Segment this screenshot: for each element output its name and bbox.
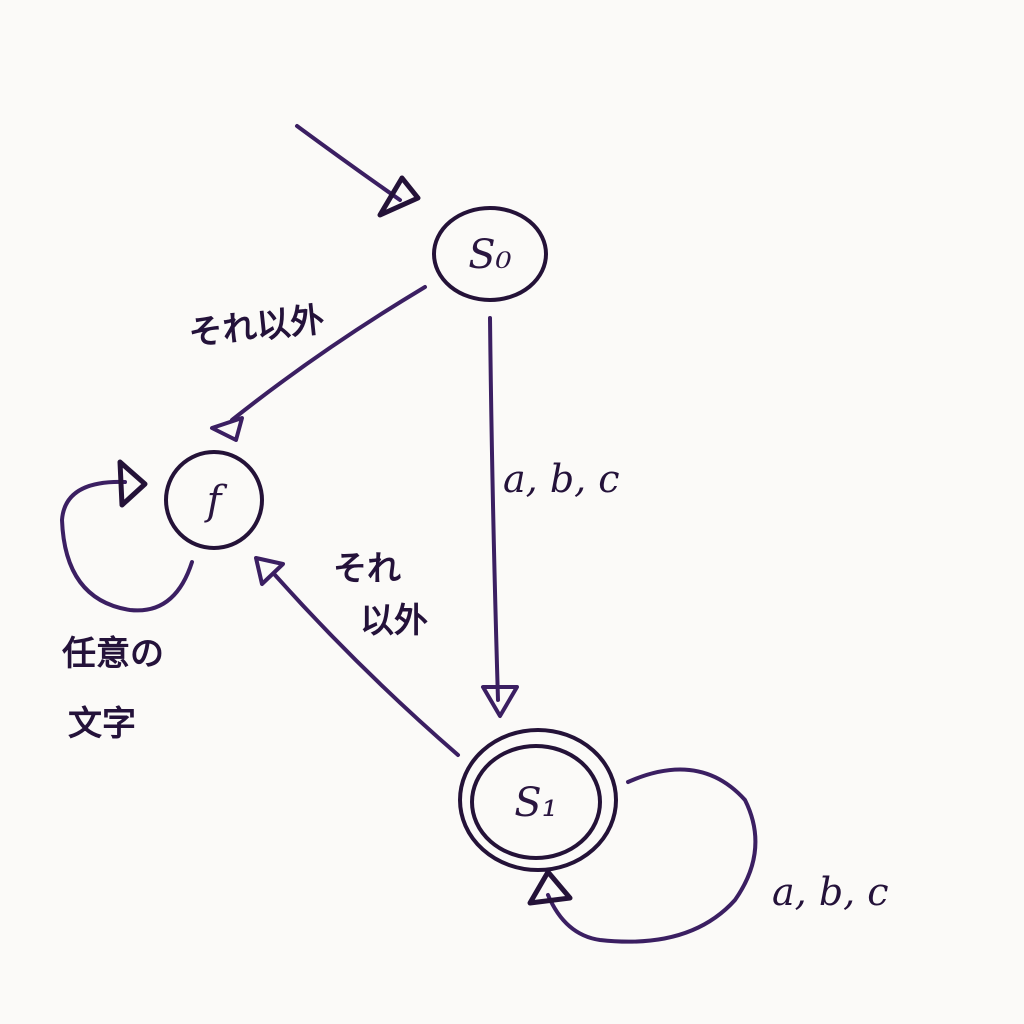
state-f: f (164, 450, 264, 550)
edge-s1-loop: a, b, c (527, 767, 889, 944)
state-f-label: f (204, 478, 228, 524)
edge-s0-to-f: それ以外 (187, 285, 427, 442)
edge-s1-to-f: それ 以外 (254, 549, 460, 757)
state-s1-label: S₁ (514, 780, 557, 826)
edge-f-loop-label-line1: 任意の (62, 634, 164, 674)
edge-s1-loop-label: a, b, c (772, 870, 889, 914)
edge-s0-to-s1: a, b, c (481, 316, 620, 718)
edge-s1-to-f-label-line2: 以外 (360, 601, 428, 641)
edge-s0-to-f-label: それ以外 (187, 300, 326, 354)
state-s0: S₀ (432, 206, 548, 302)
edge-f-loop: 任意の 文字 (60, 459, 194, 744)
state-s0-label: S₀ (468, 232, 511, 278)
edge-f-loop-label-line2: 文字 (68, 704, 136, 744)
edge-s0-to-s1-label: a, b, c (503, 457, 620, 501)
edge-s1-to-f-label-line1: それ (333, 549, 401, 589)
start-arrow (295, 124, 421, 218)
state-s1: S₁ (458, 728, 618, 872)
